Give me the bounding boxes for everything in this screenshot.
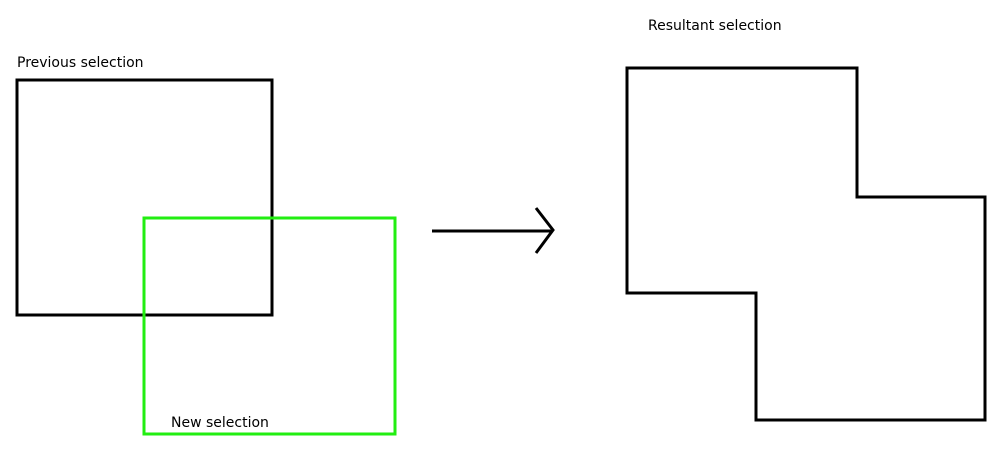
resultant-selection-shape [625, 66, 987, 422]
previous-selection-label: Previous selection [17, 55, 144, 71]
resultant-selection-label: Resultant selection [648, 18, 782, 34]
new-selection-rect [142, 216, 397, 436]
new-selection-label: New selection [171, 415, 269, 431]
arrow-right-icon [432, 207, 555, 254]
